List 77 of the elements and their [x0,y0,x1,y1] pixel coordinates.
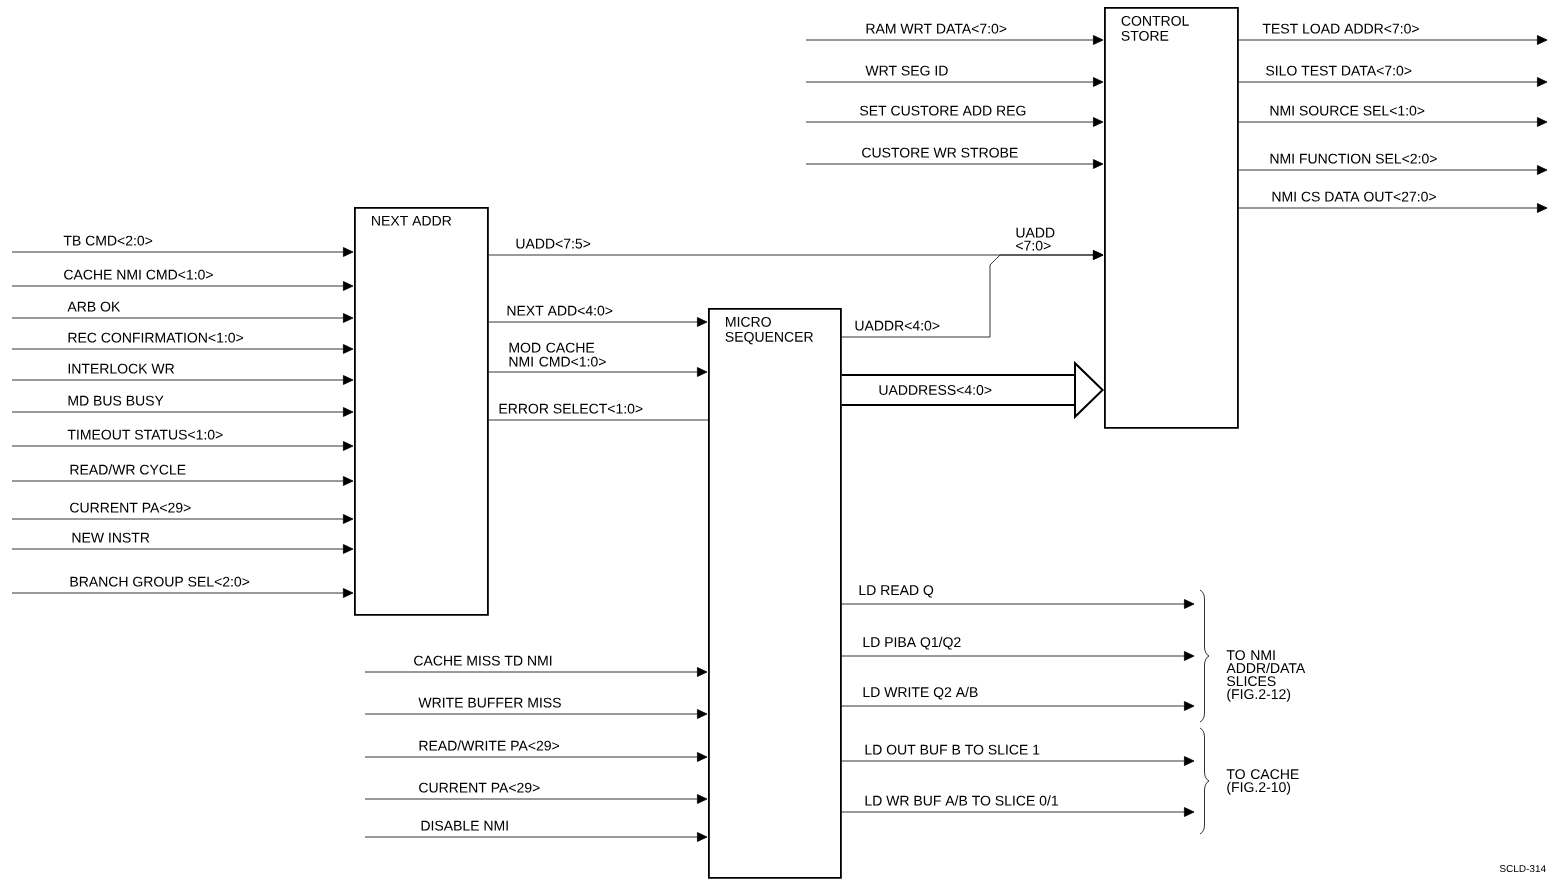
signal-arrow [1238,35,1548,45]
edge-label: LD READ Q [859,585,934,598]
edge-label: SET CUSTORE ADD REG [860,105,1026,116]
edge-label: UADD<7:5> [516,238,591,249]
signal-arrow [11,476,354,486]
edge-label: NMI FUNCTION SEL<2:0> [1270,153,1437,164]
signal-arrow [11,588,354,598]
edge-label: CURRENT PA<29> [70,502,191,513]
signal-arrow [364,794,708,804]
edge-label: NMI CS DATA OUT<27:0> [1272,191,1436,202]
edge-label: TB CMD<2:0> [63,235,153,246]
edge-label: READ/WR CYCLE [70,464,186,475]
edge-label: UADDRESS<4:0> [879,385,992,395]
signal-arrow [364,709,708,719]
signal-arrow [805,117,1104,127]
edge-label: READ/WRITE PA<29> [419,740,560,751]
edge-label: WRT SEG ID [865,65,948,76]
edge-label: LD WRITE Q2 A/B [863,686,978,700]
note-text: TO NMI ADDR/DATA SLICES (FIG.2-12) [1226,650,1306,702]
edge-label: LD OUT BUF B TO SLICE 1 [865,744,1040,755]
edge-label: NEW INSTR [72,532,150,543]
edge-label: MOD CACHE NMI CMD<1:0> [509,342,606,367]
edge-label: ARB OK [67,301,121,312]
signal-arrow [805,77,1104,87]
edge-label: TIMEOUT STATUS<1:0> [67,429,223,440]
signal-arrow [11,313,354,323]
signal-arrow [11,344,354,354]
note-text: UADD <7:0> [1016,227,1055,251]
block-box: MICRO SEQUENCER [708,308,842,879]
signal-arrow [11,247,354,257]
edge-label: RAM WRT DATA<7:0> [866,23,1007,34]
signal-arrow [11,281,354,291]
edge-label: NEXT ADD<4:0> [507,305,613,316]
edge-label: CACHE MISS TD NMI [414,655,552,666]
edge-label: CURRENT PA<29> [419,782,540,793]
signal-arrow [364,832,708,842]
signal-arrow [364,667,708,677]
edge-label: BRANCH GROUP SEL<2:0> [70,576,250,587]
note-text: TO CACHE (FIG.2-10) [1226,769,1299,795]
edge-label: CACHE NMI CMD<1:0> [64,269,213,280]
edge-label: WRITE BUFFER MISS [418,697,561,708]
signal-arrow [11,375,354,385]
signal-line [488,419,709,421]
signal-arrow [1238,203,1548,213]
block-box: NEXT ADDR [354,207,489,616]
edge-label: NMI SOURCE SEL<1:0> [1270,105,1425,116]
edge-label: ERROR SELECT<1:0> [499,403,643,414]
signal-arrow [841,701,1195,711]
signal-arrow [805,159,1104,169]
signal-arrow [11,544,354,554]
signal-arrow [11,514,354,524]
signal-arrow [1238,77,1548,87]
edge-label: TEST LOAD ADDR<7:0> [1262,23,1419,34]
signal-arrow [841,807,1195,817]
edge-label: LD WR BUF A/B TO SLICE 0/1 [865,795,1058,806]
edge-label: REC CONFIRMATION<1:0> [68,332,244,343]
signal-arrow [11,441,354,451]
signal-arrow [841,651,1195,661]
signal-arrow [1238,165,1548,175]
signal-arrow [364,752,708,762]
signal-arrow [805,35,1104,45]
edge-label: LD PIBA Q1/Q2 [863,636,961,650]
edge-label: MD BUS BUSY [68,395,164,406]
signal-arrow [841,756,1195,766]
edge-label: INTERLOCK WR [68,363,175,374]
signal-arrow [488,317,708,327]
signal-arrow [488,367,708,377]
signal-arrow [841,599,1195,609]
note-text: SCLD-314 [1499,865,1546,873]
block-box: CONTROL STORE [1104,7,1239,429]
edge-label: UADDR<4:0> [855,320,940,331]
signal-arrow [1238,117,1548,127]
edge-label: CUSTORE WR STROBE [862,147,1018,158]
edge-label: SILO TEST DATA<7:0> [1266,65,1412,76]
signal-arrow [841,250,1104,338]
signal-arrow [11,407,354,417]
edge-label: DISABLE NMI [421,820,508,831]
